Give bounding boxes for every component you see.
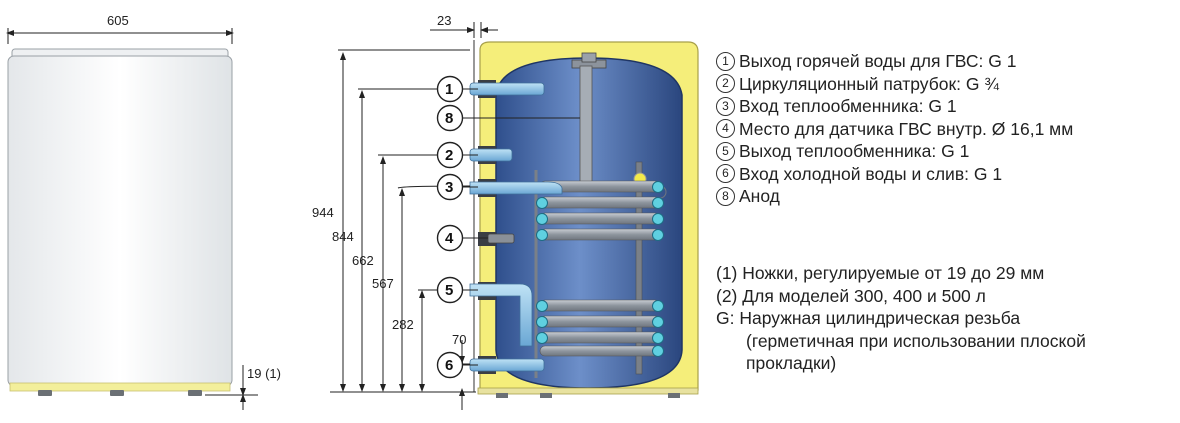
svg-text:1: 1: [445, 81, 453, 98]
casing-feet: [38, 390, 202, 396]
legend-number: 3: [716, 96, 735, 116]
connection-legend: 1 Выход горячей воды для ГВС: G 1 2 Цирк…: [716, 50, 1176, 208]
legend-text: Вход теплообменника: G 1: [739, 96, 957, 116]
lower-coil: [536, 299, 664, 357]
legend-item: 1 Выход горячей воды для ГВС: G 1: [716, 50, 1176, 73]
svg-text:3: 3: [445, 179, 453, 196]
anode-rod: [579, 65, 593, 191]
callout-6: 6: [436, 351, 478, 379]
legend-item: 5 Выход теплообменника: G 1: [716, 140, 1176, 163]
casing-base: [9, 382, 231, 392]
callout-5: 5: [436, 276, 478, 304]
casing-body: [7, 55, 233, 387]
svg-text:4: 4: [445, 230, 454, 247]
legend-text: Вход холодной воды и слив: G 1: [739, 163, 1003, 184]
height-662-label: 662: [352, 253, 374, 268]
legend-number: 6: [716, 164, 735, 184]
callout-8: 8: [436, 104, 580, 132]
offset-label: 23: [437, 13, 451, 28]
svg-text:6: 6: [445, 357, 453, 374]
legend-text: Место для датчика ГВС внутр. Ø 16,1 мм: [739, 118, 1074, 139]
legend-text: Циркуляционный патрубок: G ¾: [739, 73, 999, 94]
casing-view: 605 19 (1): [6, 13, 281, 410]
legend-item: 4 Место для датчика ГВС внутр. Ø 16,1 мм: [716, 118, 1176, 141]
feet-dimension: [205, 365, 258, 410]
note-thread: G: Наружная цилиндрическая резьба: [716, 308, 1021, 328]
note-feet: (1) Ножки, регулируемые от 19 до 29 мм: [716, 263, 1045, 283]
callout-1: 1: [436, 75, 478, 103]
legend-item: 8 Анод: [716, 185, 1176, 208]
legend-text: Выход горячей воды для ГВС: G 1: [739, 51, 1017, 71]
legend-item: 6 Вход холодной воды и слив: G 1: [716, 163, 1176, 186]
upper-coil: [536, 180, 667, 241]
callout-3: 3: [436, 173, 478, 201]
note-thread-end: прокладки): [746, 353, 837, 373]
legend-item: 2 Циркуляционный патрубок: G ¾: [716, 73, 1176, 96]
note-models: (2) Для моделей 300, 400 и 500 л: [716, 285, 986, 306]
callout-markers: 1 8 2 3 4: [436, 75, 580, 379]
note-thread-cont: (герметичная при использовании плоской: [746, 330, 1086, 351]
legend-text: Анод: [739, 186, 780, 206]
sensor-well: [635, 161, 643, 375]
svg-text:5: 5: [445, 282, 453, 299]
svg-text:2: 2: [445, 147, 453, 164]
feet-height-label: 19 (1): [247, 366, 281, 381]
height-944-label: 944: [312, 205, 334, 220]
legend-item: 3 Вход теплообменника: G 1: [716, 95, 1176, 118]
callout-4: 4: [436, 224, 488, 252]
callout-2: 2: [436, 141, 478, 169]
width-dimension: [6, 28, 234, 44]
legend-number: 5: [716, 141, 735, 161]
width-label: 605: [107, 13, 129, 28]
legend-number: 2: [716, 74, 735, 94]
legend-number: 4: [716, 119, 735, 139]
legend-number: 8: [716, 186, 735, 206]
cutaway-feet: [496, 393, 680, 398]
legend-number: 1: [716, 51, 735, 71]
height-70-label: 70: [452, 332, 466, 347]
height-844-label: 844: [332, 229, 354, 244]
footnotes: (1) Ножки, регулируемые от 19 до 29 мм (…: [716, 262, 1176, 375]
height-282-label: 282: [392, 317, 414, 332]
height-567-label: 567: [372, 276, 394, 291]
offset-dimension: [430, 22, 498, 38]
legend-text: Выход теплообменника: G 1: [739, 141, 970, 161]
svg-text:8: 8: [445, 110, 453, 127]
cutaway-view: 23 944 844 662 567 282 70: [312, 13, 699, 410]
